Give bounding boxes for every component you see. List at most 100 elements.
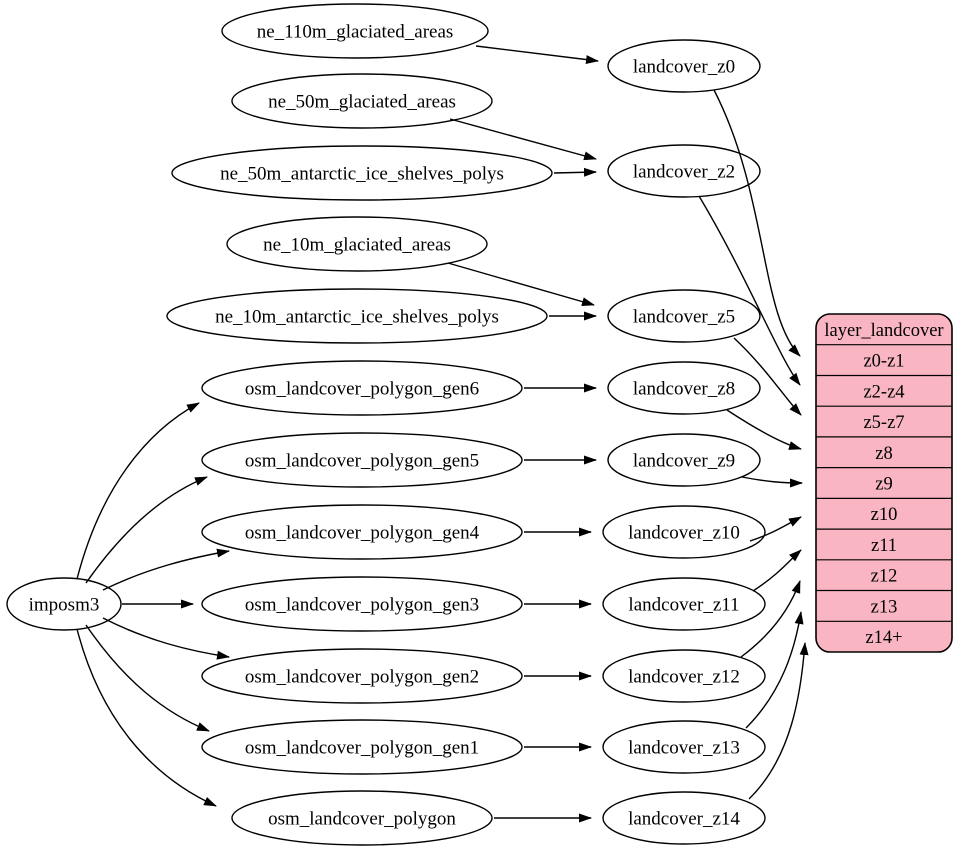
node-ne-10m-antarctic-ice-shelves-polys: ne_10m_antarctic_ice_shelves_polys [166,288,548,344]
edge-ne-50m-antarctic-ice-shelves-polys-to-landcover-z2 [553,167,597,177]
node-label: osm_landcover_polygon_gen4 [245,523,480,544]
node-label: ne_50m_antarctic_ice_shelves_polys [220,164,504,185]
node-label: landcover_z10 [628,523,740,544]
edge-imposm3-to-osm-landcover-polygon-gen6 [76,402,200,580]
node-ellipse [607,144,761,198]
node-imposm3: imposm3 [6,577,122,631]
node-label: osm_landcover_polygon_gen2 [245,667,479,688]
node-ellipse [6,577,122,631]
node-landcover-z9: landcover_z9 [607,433,761,487]
edge-landcover-z0-to-row-z0-z1 [713,89,801,357]
table-row-z5-z7: z5-z7 [863,413,904,433]
node-ne-110m-glaciated-areas: ne_110m_glaciated_areas [221,3,489,59]
edge-landcover-z14-to-row-z14plus [748,642,809,800]
node-ne-50m-antarctic-ice-shelves-polys: ne_50m_antarctic_ice_shelves_polys [171,145,553,201]
node-ellipse [231,73,493,129]
node-ellipse [602,791,766,845]
table-row-z9: z9 [875,474,892,494]
node-landcover-z13: landcover_z13 [602,720,766,774]
node-osm-landcover-polygon-gen5: osm_landcover_polygon_gen5 [201,432,523,488]
table-row-z10: z10 [871,505,898,525]
node-landcover-z8: landcover_z8 [607,361,761,415]
node-osm-landcover-polygon: osm_landcover_polygon [231,790,493,846]
edge-ne-110m-glaciated-areas-to-landcover-z0 [475,45,599,65]
node-landcover-z0: landcover_z0 [607,39,761,93]
node-label: landcover_z11 [628,595,739,616]
edge-landcover-z8-to-row-z8 [726,409,802,450]
edge-ne-50m-glaciated-areas-to-landcover-z2 [449,118,597,161]
edge-imposm3-to-osm-landcover-polygon-gen4 [102,548,230,591]
node-osm-landcover-polygon-gen2: osm_landcover_polygon_gen2 [201,648,523,704]
node-ne-10m-glaciated-areas: ne_10m_glaciated_areas [226,216,488,272]
table-title: layer_landcover [824,321,943,341]
table-row-z11: z11 [871,536,897,556]
table-row-z2-z4: z2-z4 [863,382,904,402]
node-landcover-z14: landcover_z14 [602,791,766,845]
edge-landcover-z10-to-row-z10 [749,516,802,542]
edge-landcover-z2-to-row-z2-z4 [698,195,801,386]
table-background [815,313,953,653]
node-osm-landcover-polygon-gen1: osm_landcover_polygon_gen1 [201,719,523,775]
node-landcover-z10: landcover_z10 [602,505,766,559]
node-ne-50m-glaciated-areas: ne_50m_glaciated_areas [231,73,493,129]
node-landcover-z12: landcover_z12 [602,649,766,703]
node-ellipse [602,720,766,774]
node-ellipse [602,577,766,631]
table-row-z13: z13 [871,597,898,617]
node-landcover-z11: landcover_z11 [602,577,766,631]
edge-imposm3-to-osm-landcover-polygon-gen5 [85,476,208,584]
node-label: landcover_z5 [633,307,735,328]
table-layer-landcover: layer_landcover z0-z1 z2-z4 z5-z7 z8 z9 … [815,313,953,653]
node-ellipse [166,288,548,344]
node-label: landcover_z2 [633,162,735,183]
edge-ne-10m-glaciated-areas-to-landcover-z5 [447,262,595,307]
node-ellipse [231,790,493,846]
node-label: landcover_z13 [628,738,740,759]
node-ellipse [171,145,553,201]
node-osm-landcover-polygon-gen4: osm_landcover_polygon_gen4 [201,504,523,560]
node-ellipse [607,39,761,93]
node-label: osm_landcover_polygon_gen5 [245,451,479,472]
node-label: landcover_z8 [633,379,735,400]
table-row-z8: z8 [875,444,892,464]
node-label: osm_landcover_polygon_gen6 [245,379,479,400]
edge-landcover-z11-to-row-z11 [752,549,802,592]
node-ellipse [201,504,523,560]
node-label: imposm3 [29,595,100,616]
node-label: osm_landcover_polygon [268,809,456,830]
node-ellipse [201,719,523,775]
edge-imposm3-to-osm-landcover-polygon [76,628,217,807]
node-label: landcover_z9 [633,451,735,472]
node-label: landcover_z12 [628,667,740,688]
node-ellipse [607,289,761,343]
node-ellipse [607,361,761,415]
table-row-z14plus: z14+ [865,628,902,648]
node-ellipse [607,433,761,487]
edge-landcover-z9-to-row-z9 [741,476,803,488]
edge-imposm3-to-osm-landcover-polygon-gen1 [85,624,210,732]
edge-landcover-z13-to-row-z13 [745,611,804,729]
node-ellipse [201,576,523,632]
node-label: ne_50m_glaciated_areas [268,92,456,113]
node-ellipse [602,649,766,703]
node-label: ne_10m_antarctic_ice_shelves_polys [215,307,499,328]
edge-imposm3-to-osm-landcover-polygon-gen2 [102,617,230,660]
node-osm-landcover-polygon-gen3: osm_landcover_polygon_gen3 [201,576,523,632]
edge-landcover-z12-to-row-z12 [740,580,801,658]
table-row-z12: z12 [871,567,898,587]
node-ellipse [221,3,489,59]
node-landcover-z2: landcover_z2 [607,144,761,198]
node-label: osm_landcover_polygon_gen3 [245,595,479,616]
node-landcover-z5: landcover_z5 [607,289,761,343]
table-row-z0-z1: z0-z1 [863,352,904,372]
node-label: ne_110m_glaciated_areas [257,22,454,43]
node-ellipse [201,648,523,704]
node-ellipse [201,432,523,488]
node-osm-landcover-polygon-gen6: osm_landcover_polygon_gen6 [201,360,523,416]
node-ellipse [201,360,523,416]
node-label: landcover_z14 [628,809,740,830]
node-ellipse [602,505,766,559]
node-label: ne_10m_glaciated_areas [263,235,451,256]
